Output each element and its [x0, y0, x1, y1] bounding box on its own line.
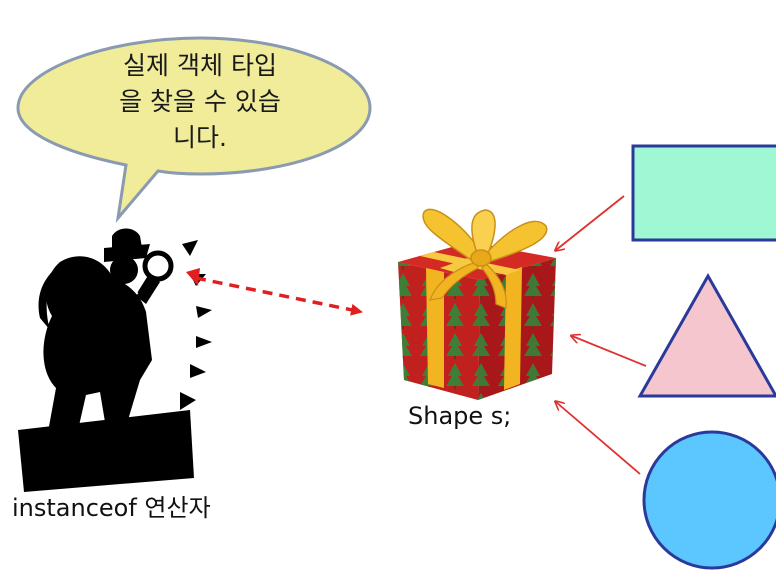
- bubble-line-3: 니다.: [173, 123, 227, 152]
- speech-bubble: [16, 36, 372, 223]
- bubble-line-2: 을 찾을 수 있습: [119, 87, 281, 116]
- arrow-rectangle-to-gift: [556, 195, 625, 250]
- dashed-arrow: [195, 276, 363, 316]
- bubble-line-1: 실제 객체 타입: [123, 51, 277, 80]
- speech-bubble-text: 실제 객체 타입 을 찾을 수 있습 니다.: [70, 48, 330, 156]
- triangle-shape: [637, 272, 776, 398]
- gift-box-icon: [398, 208, 556, 400]
- arrow-circle-to-gift: [556, 402, 641, 475]
- arrow-triangle-to-gift: [572, 336, 647, 367]
- variable-label: Shape s;: [408, 402, 512, 430]
- search-rays: [180, 240, 212, 410]
- operator-label: instanceof 연산자: [12, 494, 211, 522]
- circle-shape: [642, 430, 776, 570]
- rectangle-shape: [631, 144, 776, 242]
- detective-with-magnifier-icon: [18, 228, 194, 492]
